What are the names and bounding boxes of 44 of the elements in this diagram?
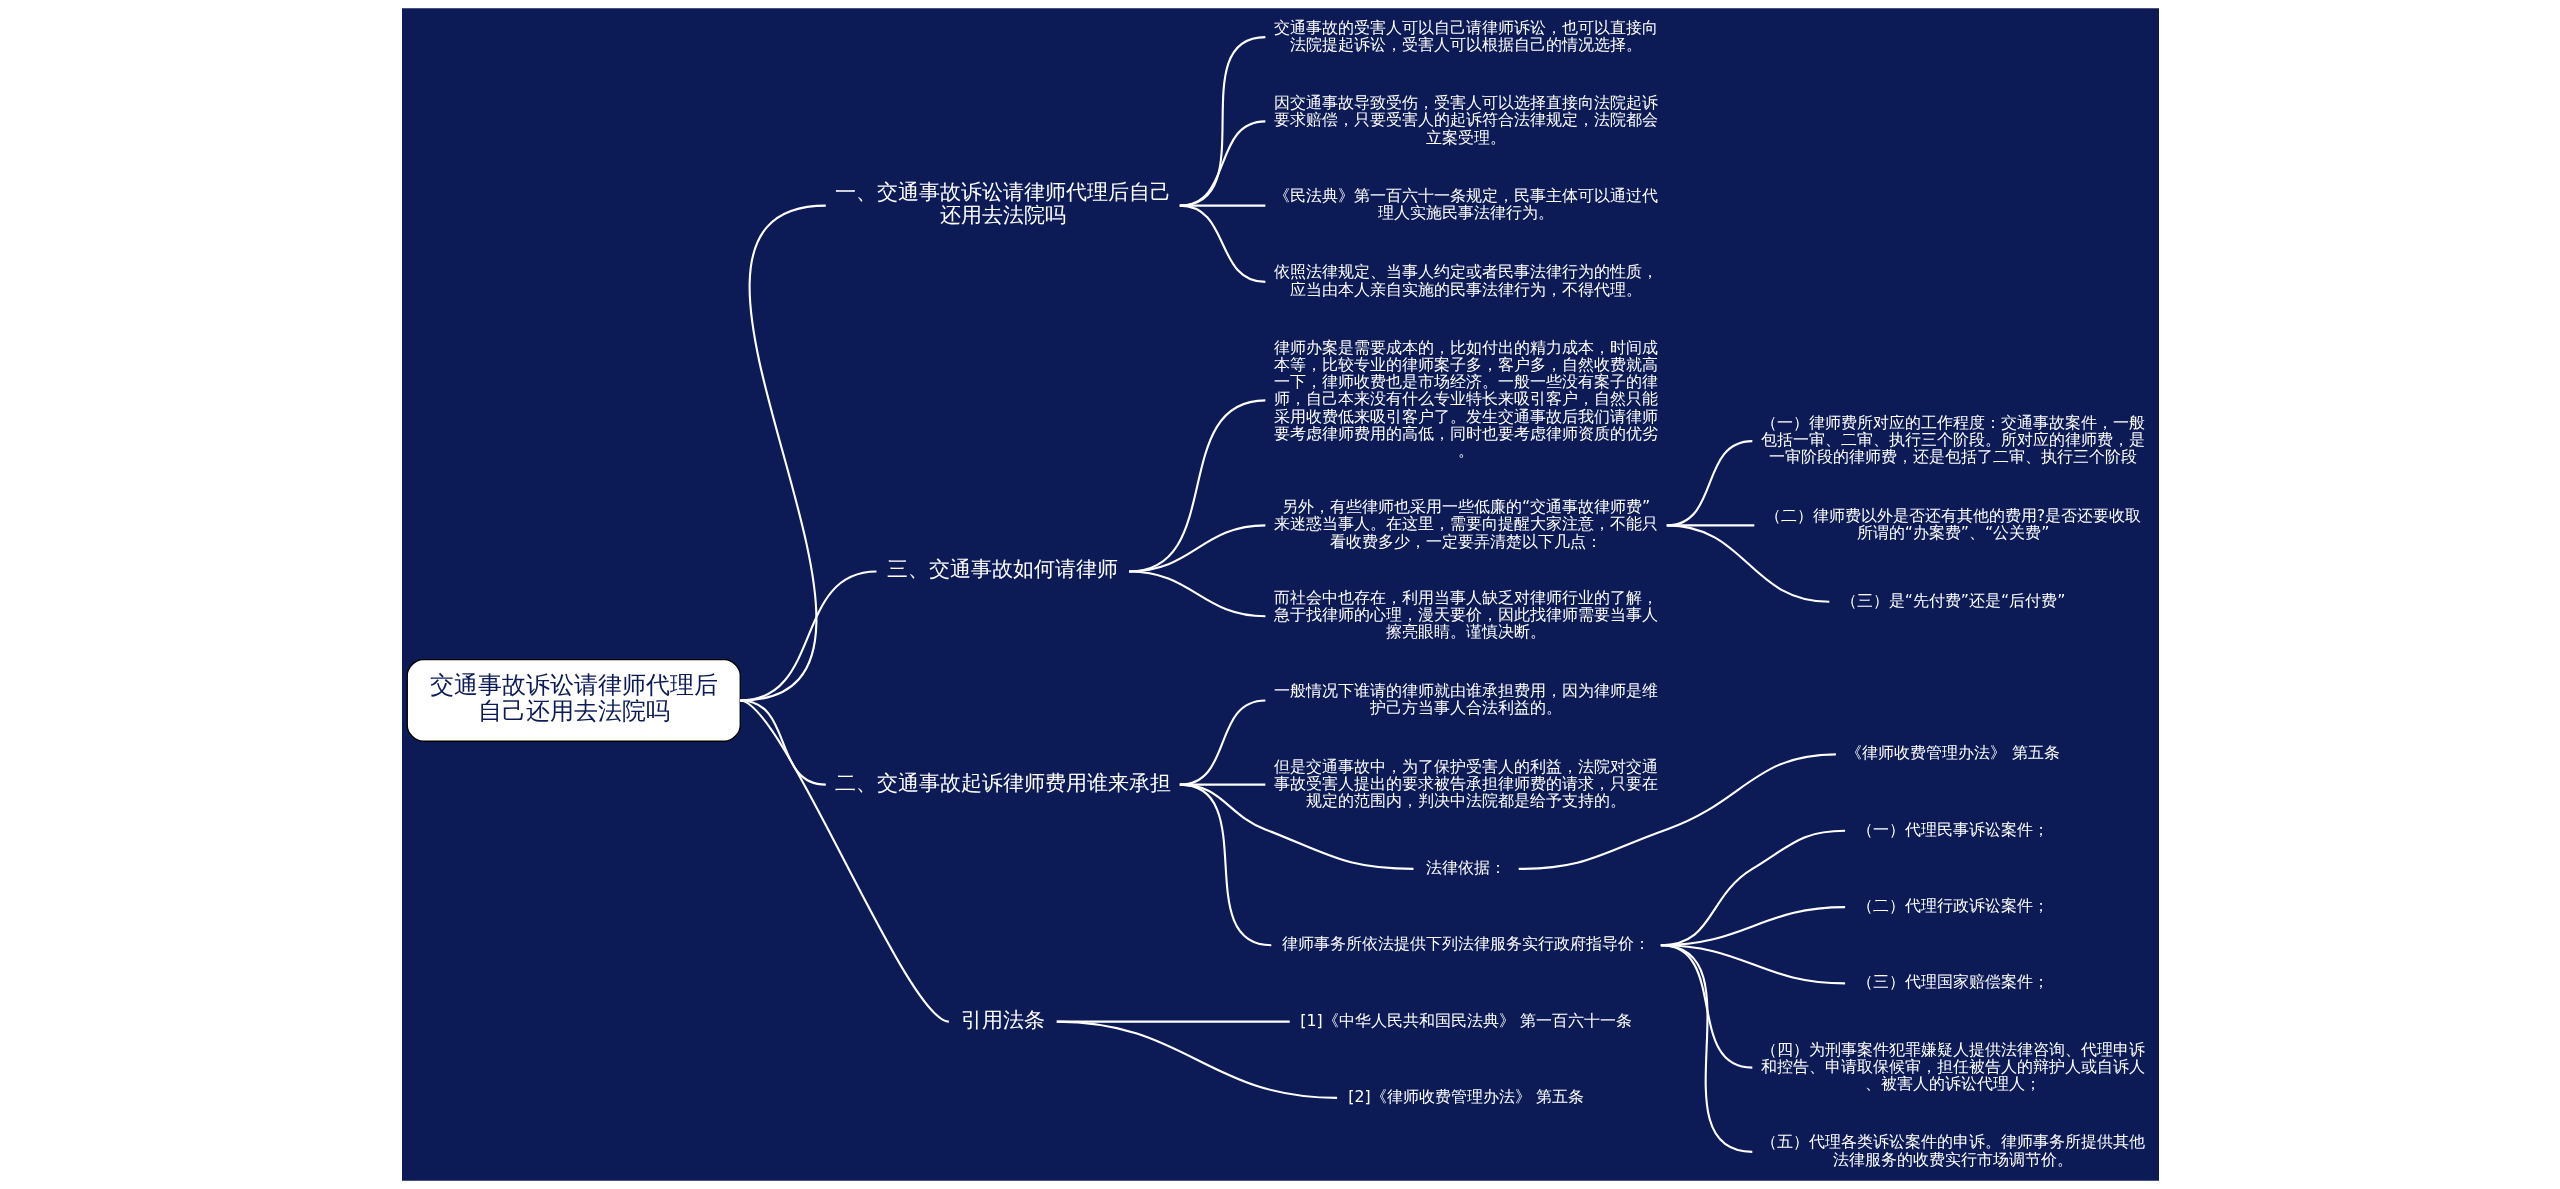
connector <box>1666 440 1752 527</box>
connector <box>1179 204 1265 283</box>
node-text: 引用法条 <box>960 1006 1045 1032</box>
connector <box>1128 524 1265 573</box>
connector <box>1666 524 1754 527</box>
node-text: 三、交通事故如何请律师 <box>886 556 1118 582</box>
node-box: 交通事故诉讼请律师代理后自己还用去法院吗 <box>406 659 741 742</box>
node-text: （三）代理国家赔偿案件； <box>1856 972 2049 992</box>
node-text: （四）为刑事案件犯罪嫌疑人提供法律咨询、代理申诉和控告、申请取保候审，担任被告人的辩护人或自诉人、被害人的诉讼代理人； <box>1760 1039 2145 1093</box>
node-text: 一般情况下谁请的律师就由谁承担费用，因为律师是维护己方当事人合法利益的。 <box>1273 680 1658 718</box>
connector <box>1179 783 1271 947</box>
node-text: 而社会中也存在，利用当事人缺乏对律师行业的了解，急于找律师的心理，漫天要价，因此找律师需要当事人擦亮眼睛。谨慎决断。 <box>1273 588 1658 642</box>
node-text: （二）律师费以外是否还有其他的费用?是否还要收取所谓的“办案费”、“公关费” <box>1764 505 2141 543</box>
connector <box>1056 1020 1337 1099</box>
connector <box>1660 944 1752 1153</box>
connector <box>739 699 949 1023</box>
node-text: （一）代理民事诉讼案件； <box>1856 819 2049 839</box>
connector <box>739 570 877 702</box>
connector <box>1179 120 1265 207</box>
node-text: 法律依据： <box>1425 857 1506 877</box>
connector <box>1179 36 1266 207</box>
node-text: 但是交通事故中，为了保护受害人的利益，法院对交通事故受害人提出的要求被告承担律师费的请求，只要在规定的范围内，判决中法院都是给予支持的。 <box>1273 756 1658 810</box>
node-text: 律师事务所依法提供下列法律服务实行政府指导价： <box>1281 934 1650 954</box>
node-text: 《律师收费管理办法》 第五条 <box>1846 743 2060 763</box>
node-text: 依照法律规定、当事人约定或者民事法律行为的性质，应当由本人亲自实施的民事法律行为，不得代理。 <box>1273 262 1658 299</box>
node-text: 因交通事故导致受伤，受害人可以选择直接向法院起诉要求赔偿，只要受害人的起诉符合法律规定，法院都会立案受理。 <box>1273 93 1658 147</box>
node-text: 律师办案是需要成本的，比如付出的精力成本，时间成本等，比较专业的律师案子多，客户多，自然收费就高一下，律师收费也是市场经济。一般一些没有案子的律师，自己本来没有什么专业特长来吸引客户，自然只能采用收费低来吸引客户了。发生交通事故后我们请律师要考虑律师费用的高低，同时也要考虑律师资质的优劣。 <box>1273 338 1658 460</box>
node-text: （三）是“先付费”还是“后付费” <box>1840 590 2065 610</box>
node-text: （一）律师费所对应的工作程度：交通事故案件，一般包括一审、二审、执行三个阶段。所对应的律师费，是一审阶段的律师费，还是包括了二审、执行三个阶段 <box>1760 413 2145 467</box>
node-text: （五）代理各类诉讼案件的申诉。律师事务所提供其他法律服务的收费实行市场调节价。 <box>1760 1132 2145 1169</box>
node-text: 另外，有些律师也采用一些低廉的“交通事故律师费”来迷惑当事人。在这里，需要向提醒大家注意，不能只看收费多少，一定要弄清楚以下几点： <box>1273 497 1658 551</box>
connector <box>1518 753 1836 870</box>
node-text: [2]《律师收费管理办法》 第五条 <box>1347 1086 1584 1106</box>
node-text: （二）代理行政诉讼案件； <box>1856 896 2049 916</box>
node-text: [1]《中华人民共和国民法典》 第一百六十一条 <box>1299 1010 1632 1030</box>
connector <box>1128 570 1265 618</box>
connector <box>1179 699 1265 786</box>
connector <box>1666 524 1829 603</box>
node-text: 《民法典》第一百六十一条规定，民事主体可以通过代理人实施民事法律行为。 <box>1273 186 1658 223</box>
node-text: 一、交通事故诉讼请律师代理后自己还用去法院吗 <box>834 178 1171 228</box>
connector <box>1128 399 1266 573</box>
connector <box>739 699 826 786</box>
node-text: 二、交通事故起诉律师费用谁来承担 <box>834 769 1171 795</box>
node-text: 交通事故的受害人可以自己请律师诉讼，也可以直接向法院提起诉讼，受害人可以根据自己的情况选择。 <box>1273 17 1658 54</box>
